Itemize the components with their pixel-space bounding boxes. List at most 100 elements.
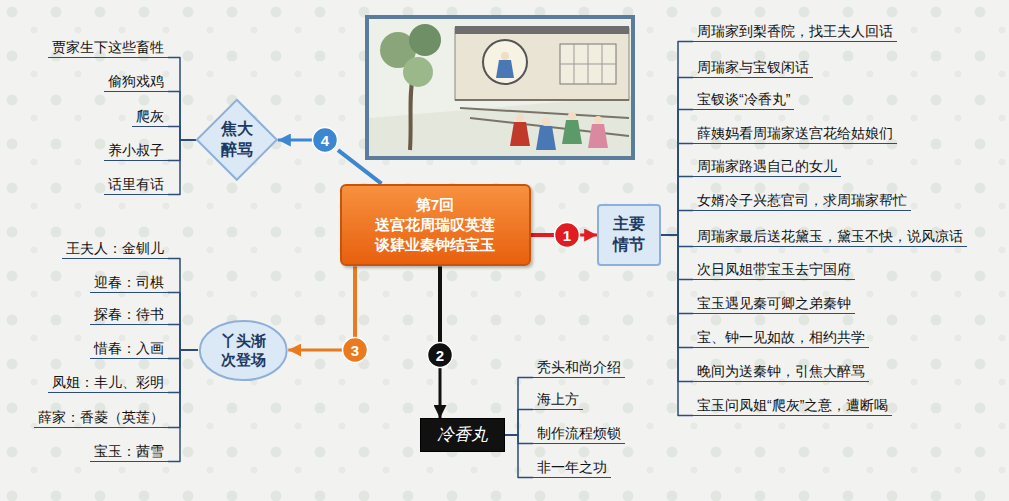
ellipse-shape [200,320,287,379]
diamond-shape [196,99,278,181]
branch-ellipse: 丫头渐次登场 [198,319,289,382]
connector [168,350,198,427]
node-text: 丫头渐次登场 [220,331,267,370]
list-item: 次日凤姐带宝玉去宁国府 [693,260,855,281]
figure-body [562,120,582,144]
list-item: 周瑞家最后送花黛玉，黛玉不快，说风凉话 [693,227,967,248]
list-item: 宝玉遇见秦可卿之弟秦钟 [693,294,855,315]
roof [455,26,629,34]
connector [168,126,196,140]
list-item: 偷狗戏鸡 [104,72,168,93]
connector [288,349,342,352]
node-text: 惜春：入画 [94,339,164,358]
connector [505,409,534,435]
node-text: 宝玉问凤姐“爬灰”之意，遭断喝 [697,396,888,415]
tree-leaves [403,57,433,87]
tree-leaves [409,24,441,56]
node-text: 薛家：香菱（英莲） [38,408,164,427]
lattice-window [560,44,616,84]
connector [661,235,693,246]
ellipse-shape [198,319,289,382]
node-text: 周瑞家与宝钗闲话 [697,58,809,77]
node-text: 周瑞家到梨香院，找王夫人回话 [697,22,893,41]
connector [531,233,555,237]
node-text: 爬灰 [136,107,164,126]
figure-head [542,118,550,126]
callout-number: 3 [342,337,368,363]
node-text: 非一年之功 [537,458,607,477]
figure-body [510,122,530,146]
list-item: 薛家：香菱（英莲） [34,408,168,429]
node-text: 晚间为送秦钟，引焦大醉骂 [697,362,865,381]
callout-number: 1 [554,222,580,248]
branch-box: 冷香丸 [420,418,505,452]
number-circle [428,343,453,368]
node-text: 冷香丸 [437,423,488,447]
round-window [483,40,527,84]
node-text: 女婿冷子兴惹官司，求周瑞家帮忙 [697,191,907,210]
connector [168,292,198,350]
list-item: 养小叔子 [104,141,168,162]
list-item: 迎春：司棋 [90,273,168,294]
figure-head [501,52,509,60]
list-item: 王夫人：金钏儿 [62,239,168,260]
node-text: 宝玉遇见秦可卿之弟秦钟 [697,294,851,313]
node-text: 宝钗谈“冷香丸” [697,90,790,109]
connector [278,139,312,142]
figure-body [536,126,556,150]
connector [661,77,693,235]
node-text: 4 [321,133,329,148]
connector [505,377,534,435]
node-text: 周瑞家最后送花黛玉，黛玉不快，说风凉话 [697,227,963,246]
node-text: 话里有话 [108,175,164,194]
lattice [560,44,616,84]
list-item: 凤姐：丰儿、彩明 [48,373,168,394]
node-text: 养小叔子 [108,141,164,160]
connector [661,176,693,235]
connector [168,140,196,160]
node-text: 主要情节 [612,214,646,256]
node-text: 海上方 [537,390,579,409]
list-item: 周瑞家路遇自己的女儿 [693,157,841,178]
node-text: 宝、钟一见如故，相约共学 [697,328,865,347]
node-text: 1 [563,228,571,243]
branch-diamond: 焦大醉骂 [196,99,278,181]
connector [661,235,693,347]
list-item: 女婿冷子兴惹官司，求周瑞家帮忙 [693,191,911,212]
figure-body [496,60,514,78]
list-item: 爬灰 [132,107,168,128]
number-circle [313,128,338,153]
connector [505,435,534,477]
connector [580,234,597,237]
list-item: 晚间为送秦钟，引焦大醉骂 [693,362,869,383]
wall [455,28,629,100]
list-item: 海上方 [533,390,583,411]
diamond-shape [197,100,277,180]
list-item: 秃头和尚介绍 [533,358,625,379]
list-item: 非一年之功 [533,458,611,479]
list-item: 制作流程烦锁 [533,424,625,445]
node-text: 送宫花周瑞叹英莲 谈肄业秦钟结宝玉 [368,215,503,256]
list-item: 宝玉：茜雪 [90,442,168,463]
list-item: 话里有话 [104,175,168,196]
connector [439,368,442,418]
list-item: 宝玉问凤姐“爬灰”之意，遭断喝 [693,396,892,417]
list-item: 宝钗谈“冷香丸” [693,90,794,111]
node-text: 3 [351,343,359,358]
figure-head [568,112,576,120]
node-text: 第7回 [368,195,503,215]
connector [661,235,693,415]
list-item: 惜春：入画 [90,339,168,360]
branch-box: 主要情节 [597,204,661,266]
connector [438,266,442,342]
node-text: 贾家生下这些畜牲 [52,38,164,57]
node-text: 制作流程烦锁 [537,424,621,443]
connector [661,210,693,235]
connector [168,350,198,461]
node-text: 宝玉：茜雪 [94,442,164,461]
figure-body [588,124,608,148]
node-text: 探春：待书 [94,305,164,324]
connector [661,41,693,235]
node-text: 王夫人：金钏儿 [66,239,164,258]
